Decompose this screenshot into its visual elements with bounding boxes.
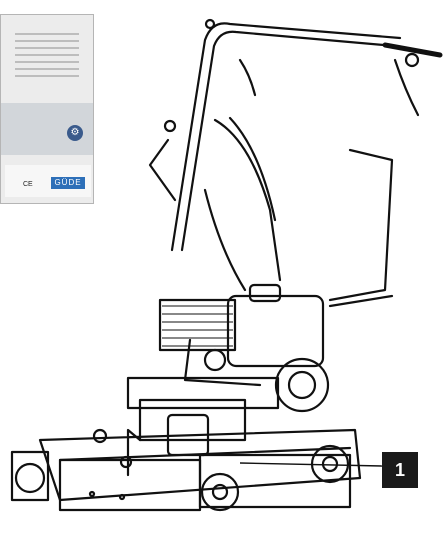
ce-mark: CE bbox=[23, 181, 33, 188]
seal-icon: ⚙ bbox=[67, 125, 83, 141]
manual-text-lines bbox=[15, 33, 79, 82]
manual-cover: ⚙ CE GÜDE bbox=[0, 14, 94, 204]
callout-label: 1 bbox=[382, 452, 418, 488]
brand-logo: GÜDE bbox=[51, 177, 85, 189]
callout-leader-line bbox=[239, 462, 383, 467]
